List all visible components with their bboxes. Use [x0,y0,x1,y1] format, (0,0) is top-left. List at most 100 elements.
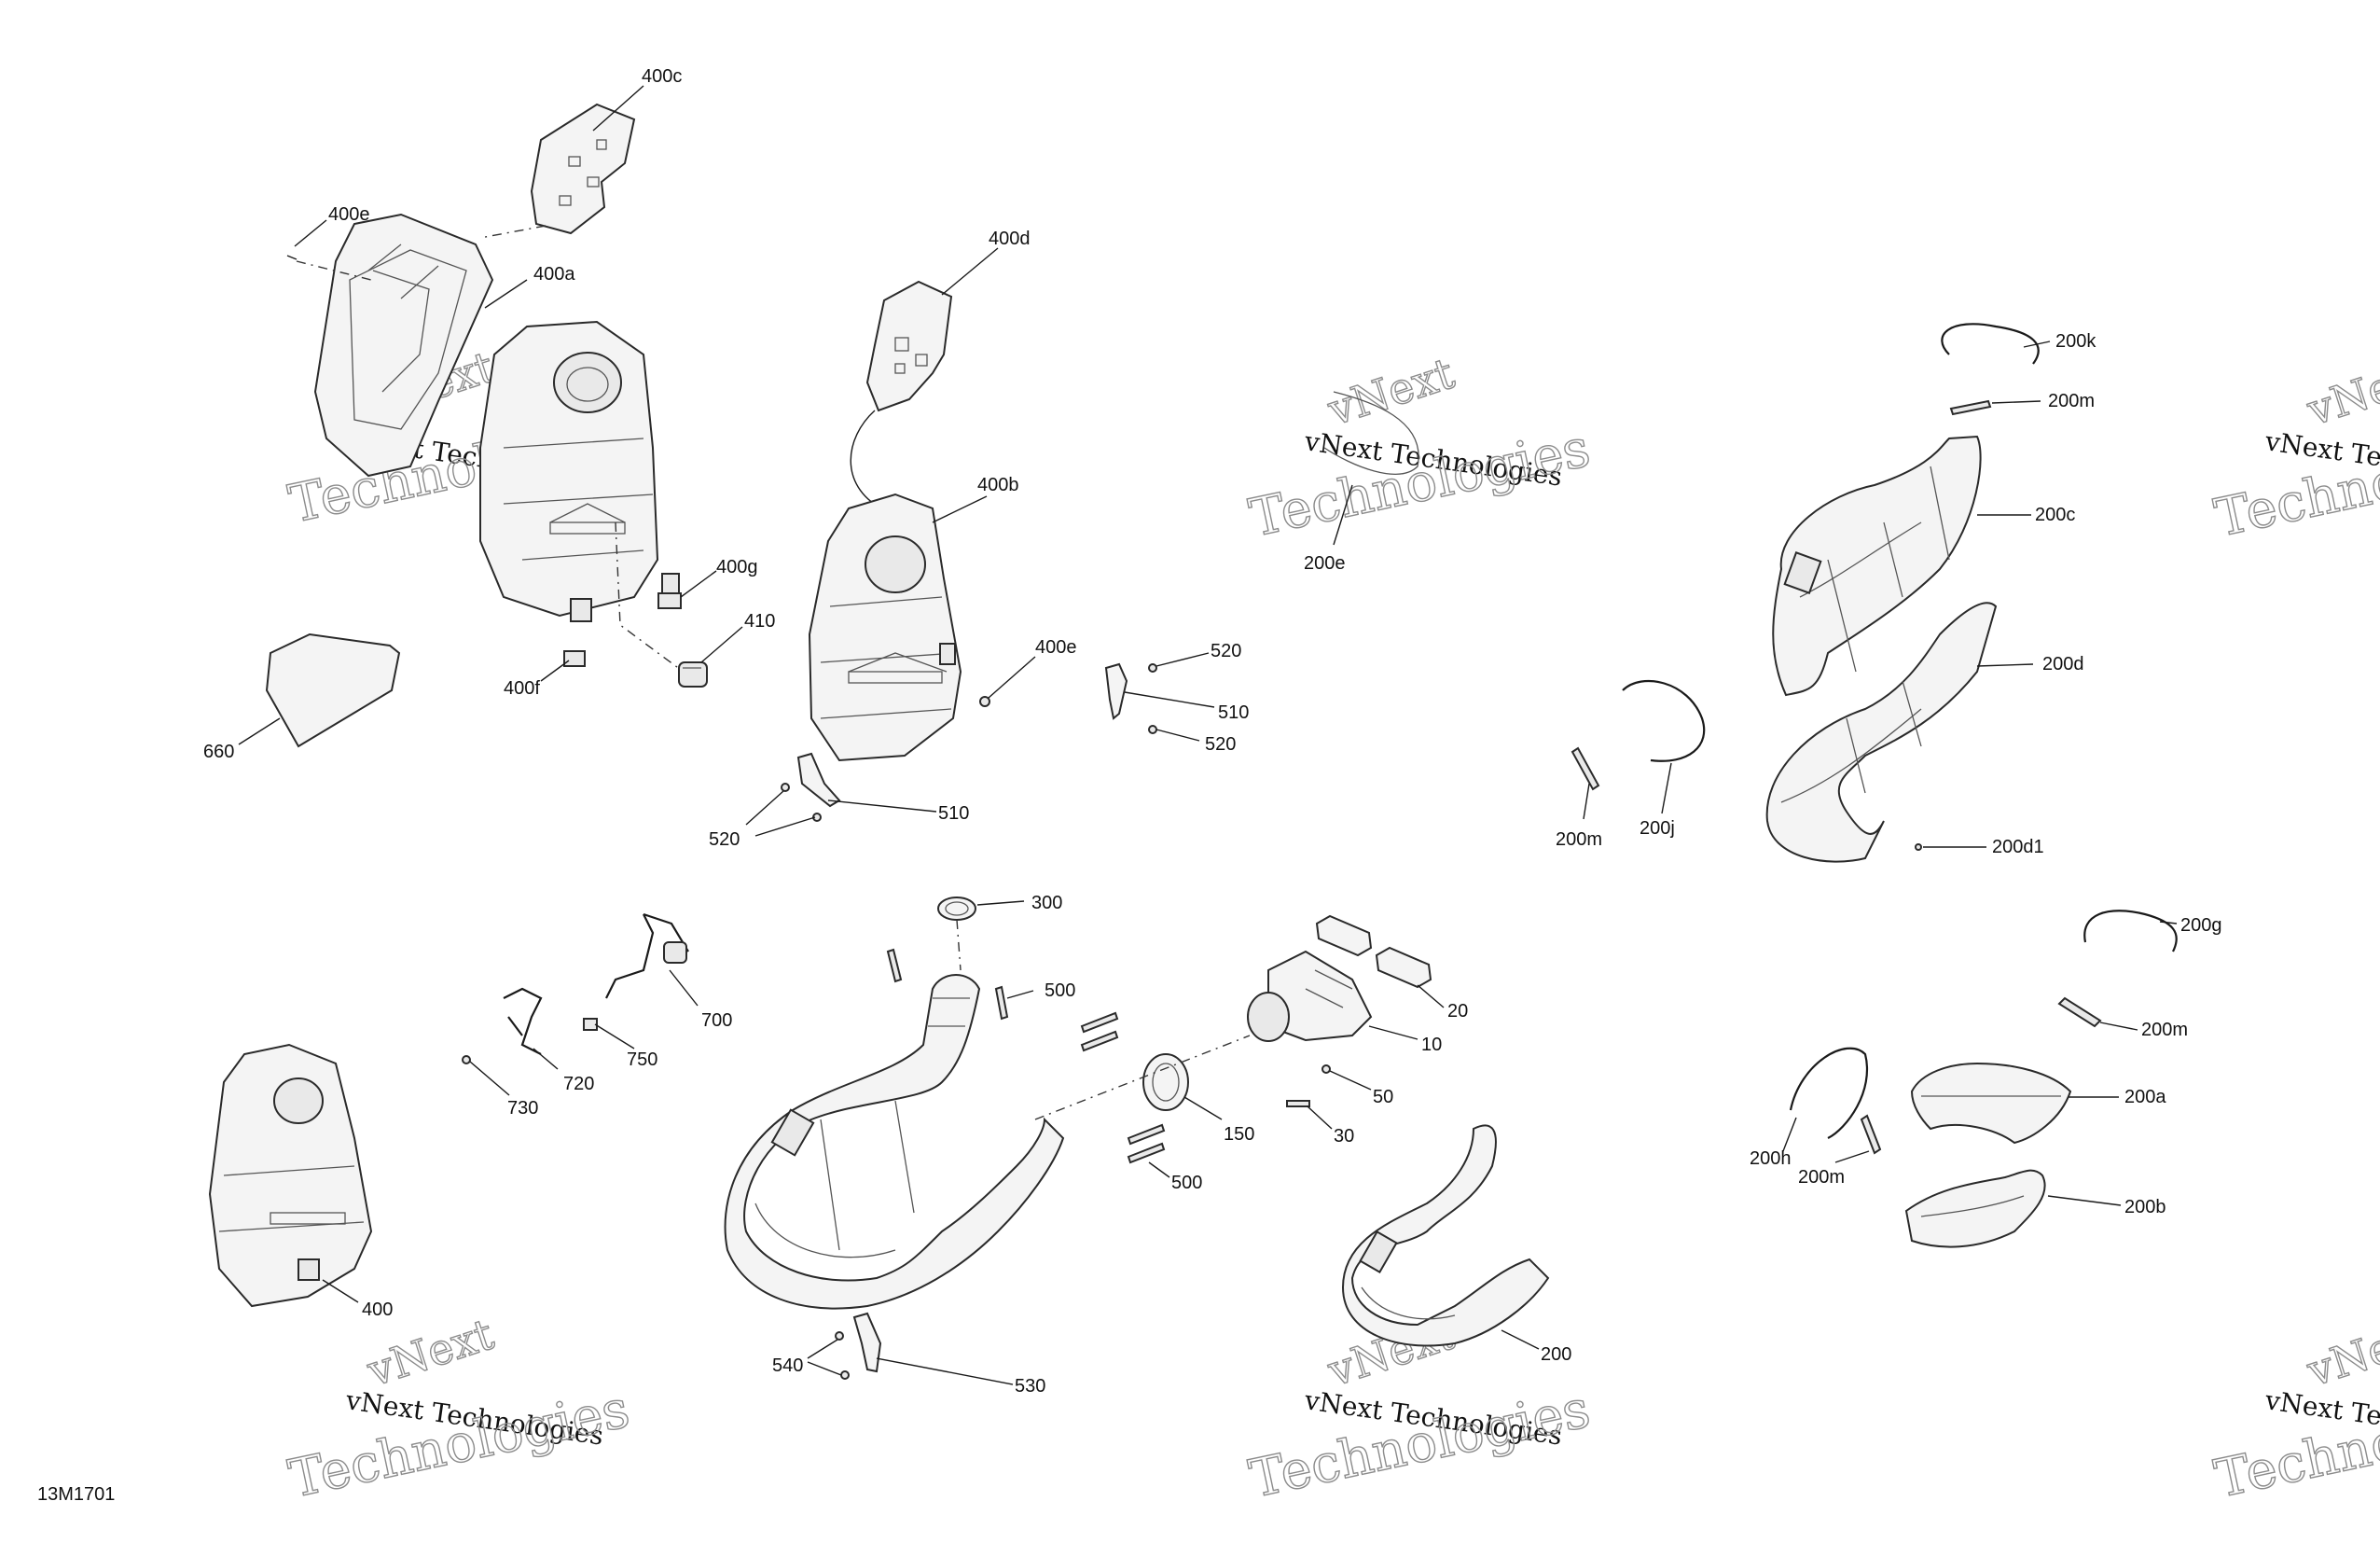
clamp-200g [2083,910,2178,952]
callout-500-b: 500 [1171,1173,1202,1193]
callout-520-b: 520 [1205,734,1236,755]
callout-540: 540 [772,1355,803,1376]
callout-200d1: 200d1 [1992,837,2044,857]
decal-660 [265,632,401,748]
watermark-right-bottom: vNext vNext Technologies Technologies [2209,1308,2380,1511]
spring-200m-a [1949,399,1992,416]
gasket-20 [1315,914,1432,989]
leader-400b [932,495,988,523]
callout-730: 730 [507,1098,538,1119]
sensor-700 [605,912,689,999]
alignment-line-400c [479,225,547,239]
nut-520-a [1148,663,1157,673]
leader-200e [1333,484,1353,546]
muffler-cover-400a [313,213,494,478]
heat-shield-400d [865,280,953,412]
arrow-400d-400b [850,410,882,509]
svg-text:Technologies: Technologies [1244,418,1595,549]
bracket-720 [503,987,543,1055]
clip-400f [563,650,586,667]
pipe-200 [1341,1124,1550,1347]
leader-200m-a [1991,400,2041,404]
svg-text:vNext: vNext [2301,348,2380,436]
leader-30 [1307,1105,1333,1130]
watermark-center-top: vNext vNext Technologies Technologies [1244,347,1596,550]
bracket-530 [852,1312,882,1373]
svg-text:vNext: vNext [2301,1309,2380,1397]
callout-200g: 200g [2180,915,2222,936]
leader-200g [2159,921,2178,924]
clamp-200k [1941,323,2040,365]
callout-400e-top: 400e [328,204,370,225]
leader-20 [1417,984,1445,1008]
sensor-410 [678,661,708,688]
clamp-200h [1789,1047,1868,1139]
leader-400e-top [294,219,327,247]
leader-50 [1329,1070,1372,1091]
callout-200d: 200d [2042,654,2084,674]
leader-400d [941,247,999,296]
leader-410 [700,626,743,663]
leader-730 [469,1061,510,1096]
nut-540 [835,1331,850,1380]
callout-400: 400 [362,1300,393,1320]
callout-720: 720 [563,1074,594,1094]
callout-700: 700 [701,1010,732,1031]
callout-750: 750 [627,1050,657,1070]
stud-50 [1321,1064,1331,1074]
callout-200m-a: 200m [2048,391,2095,411]
callout-200m-b: 200m [1556,829,1602,850]
leader-750 [594,1023,635,1050]
spring-500-a [886,948,1009,1021]
connector-400g [657,592,682,609]
leader-150 [1183,1096,1223,1120]
callout-400b: 400b [977,475,1019,495]
callout-510-a: 510 [1218,702,1249,723]
watermark-left-bottom: vNext vNext Technologies Technologies [284,1308,635,1511]
callout-200e: 200e [1304,553,1346,574]
callout-200m-d: 200m [1798,1167,1845,1188]
spring-200m-b [1571,746,1600,791]
callout-510-b: 510 [938,803,969,824]
leader-400c [592,85,644,132]
nut-520-c [781,783,822,822]
bracket-510-upper [1104,662,1128,720]
nut-520-b [1148,725,1157,734]
callout-520-c: 520 [709,829,740,850]
watermark-right-top: vNext vNext Technologies Technologies [2209,347,2380,550]
leader-500-a [1006,990,1034,999]
heat-shield-400c [530,103,636,235]
pipe-200c [1772,435,1982,697]
callout-200c: 200c [2035,505,2075,525]
muffler-body [479,320,680,622]
leader-500-b [1148,1161,1170,1178]
spring-200m-d [1860,1114,1882,1155]
callout-20: 20 [1447,1001,1468,1022]
callout-400d: 400d [989,229,1031,249]
gasket-300 [937,897,976,921]
callout-660: 660 [203,742,234,762]
expansion-chamber [724,974,1065,1310]
muffler-400b [808,493,962,762]
leader-300 [976,900,1025,906]
leader-520-c [745,790,816,837]
callout-10: 10 [1421,1035,1442,1055]
callout-410: 410 [744,611,775,632]
leader-400a [484,279,528,309]
leader-700 [669,969,699,1007]
svg-text:Technologies: Technologies [284,1379,634,1510]
leader-400f [540,660,570,682]
callout-530: 530 [1015,1376,1045,1397]
alignment-line-400e [296,260,372,281]
callout-200m-c: 200m [2141,1020,2188,1040]
leader-540 [807,1339,842,1376]
leader-520-b [1155,729,1200,742]
clamp-200e [1323,391,1419,475]
callout-300: 300 [1031,893,1062,913]
ring-150 [1142,1053,1189,1111]
spring-500-b [1080,1011,1166,1164]
bracket-510-lower [796,752,841,808]
screw-400e-top [286,255,298,260]
callout-50: 50 [1373,1087,1393,1107]
